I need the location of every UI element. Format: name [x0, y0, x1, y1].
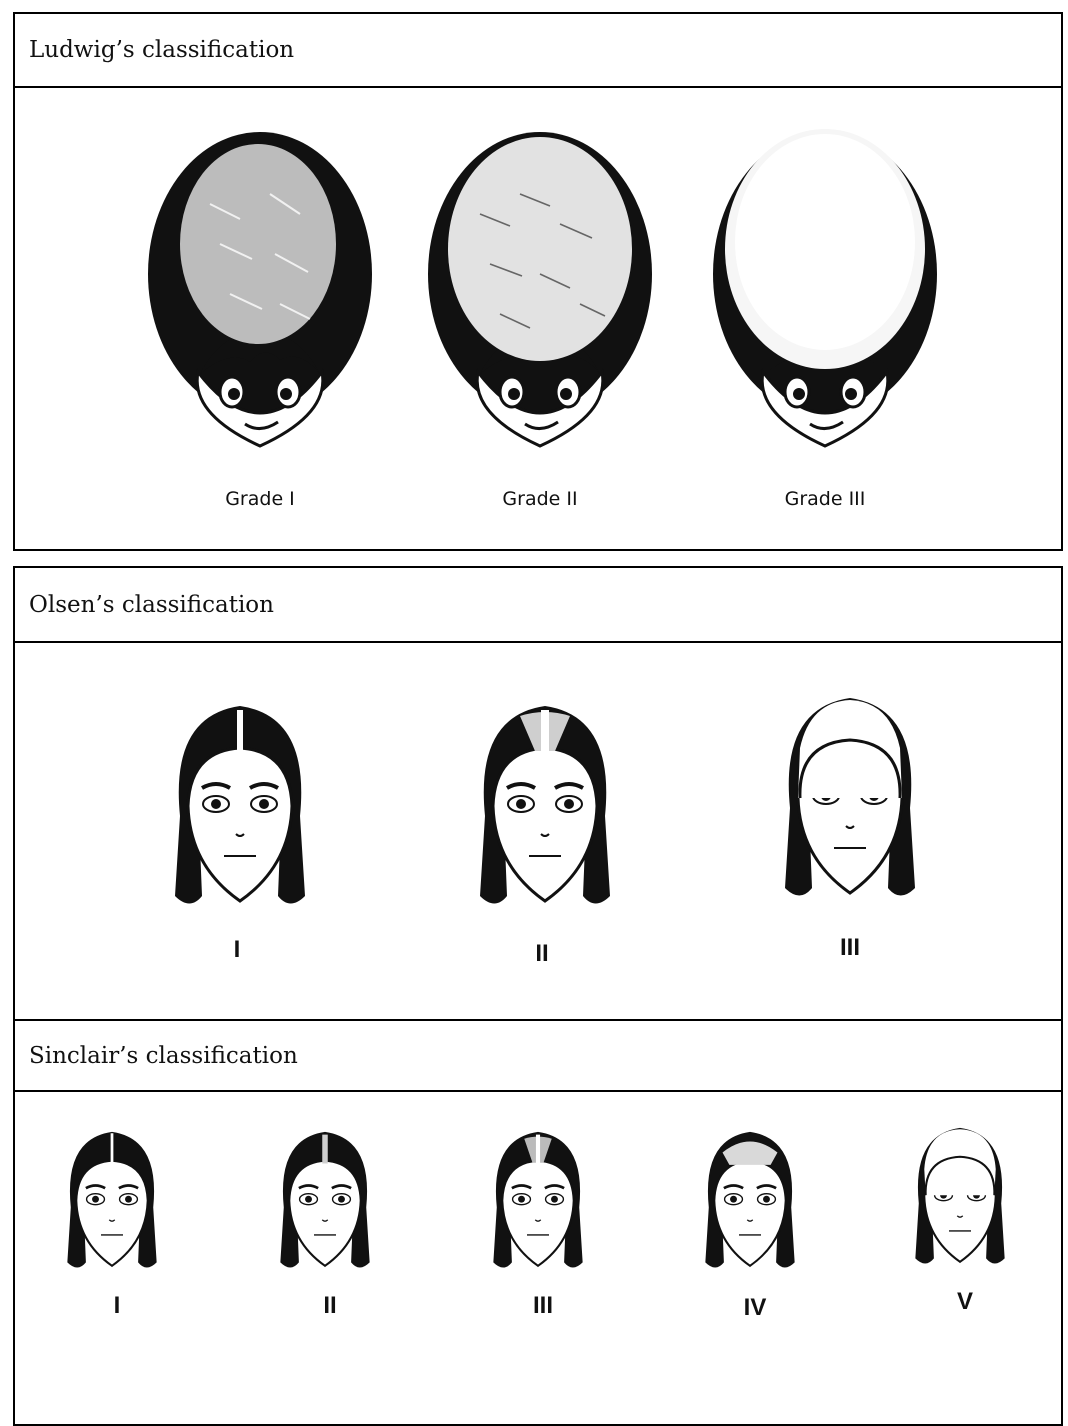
ludwig-grade-3-label: Grade III [745, 488, 905, 510]
ludwig-panel: Ludwig’s classification Grade I Grade II… [13, 12, 1063, 551]
sinclair-title: Sinclair’s classification [15, 1019, 1061, 1092]
ludwig-title: Ludwig’s classification [15, 14, 1061, 88]
sinclair-grade-1-label: I [77, 1292, 157, 1320]
sinclair-grade-3-illustration [483, 1125, 593, 1283]
olsen-grade-2-illustration [465, 696, 625, 926]
sinclair-grade-1-illustration [57, 1125, 167, 1283]
sinclair-grade-5-label: V [925, 1288, 1005, 1316]
olsen-grade-2-label: II [502, 940, 582, 968]
olsen-grade-1-label: I [197, 936, 277, 964]
sinclair-grade-2-illustration [270, 1125, 380, 1283]
sinclair-grade-5-illustration [905, 1121, 1015, 1279]
sinclair-grade-4-illustration [695, 1125, 805, 1283]
ludwig-grade-2-illustration [420, 124, 660, 464]
sinclair-grade-2-label: II [290, 1292, 370, 1320]
ludwig-grade-1-illustration [140, 124, 380, 464]
ludwig-grade-3-illustration [705, 124, 945, 464]
ludwig-grade-1-label: Grade I [180, 488, 340, 510]
ludwig-grade-2-label: Grade II [460, 488, 620, 510]
olsen-title: Olsen’s classification [15, 568, 1061, 643]
sinclair-grade-3-label: III [503, 1292, 583, 1320]
olsen-grade-3-illustration [770, 688, 930, 918]
olsen-sinclair-panel: Olsen’s classification I II III Sinclair… [13, 566, 1063, 1426]
sinclair-grade-4-label: IV [715, 1294, 795, 1322]
olsen-grade-3-label: III [810, 934, 890, 962]
olsen-grade-1-illustration [160, 696, 320, 926]
